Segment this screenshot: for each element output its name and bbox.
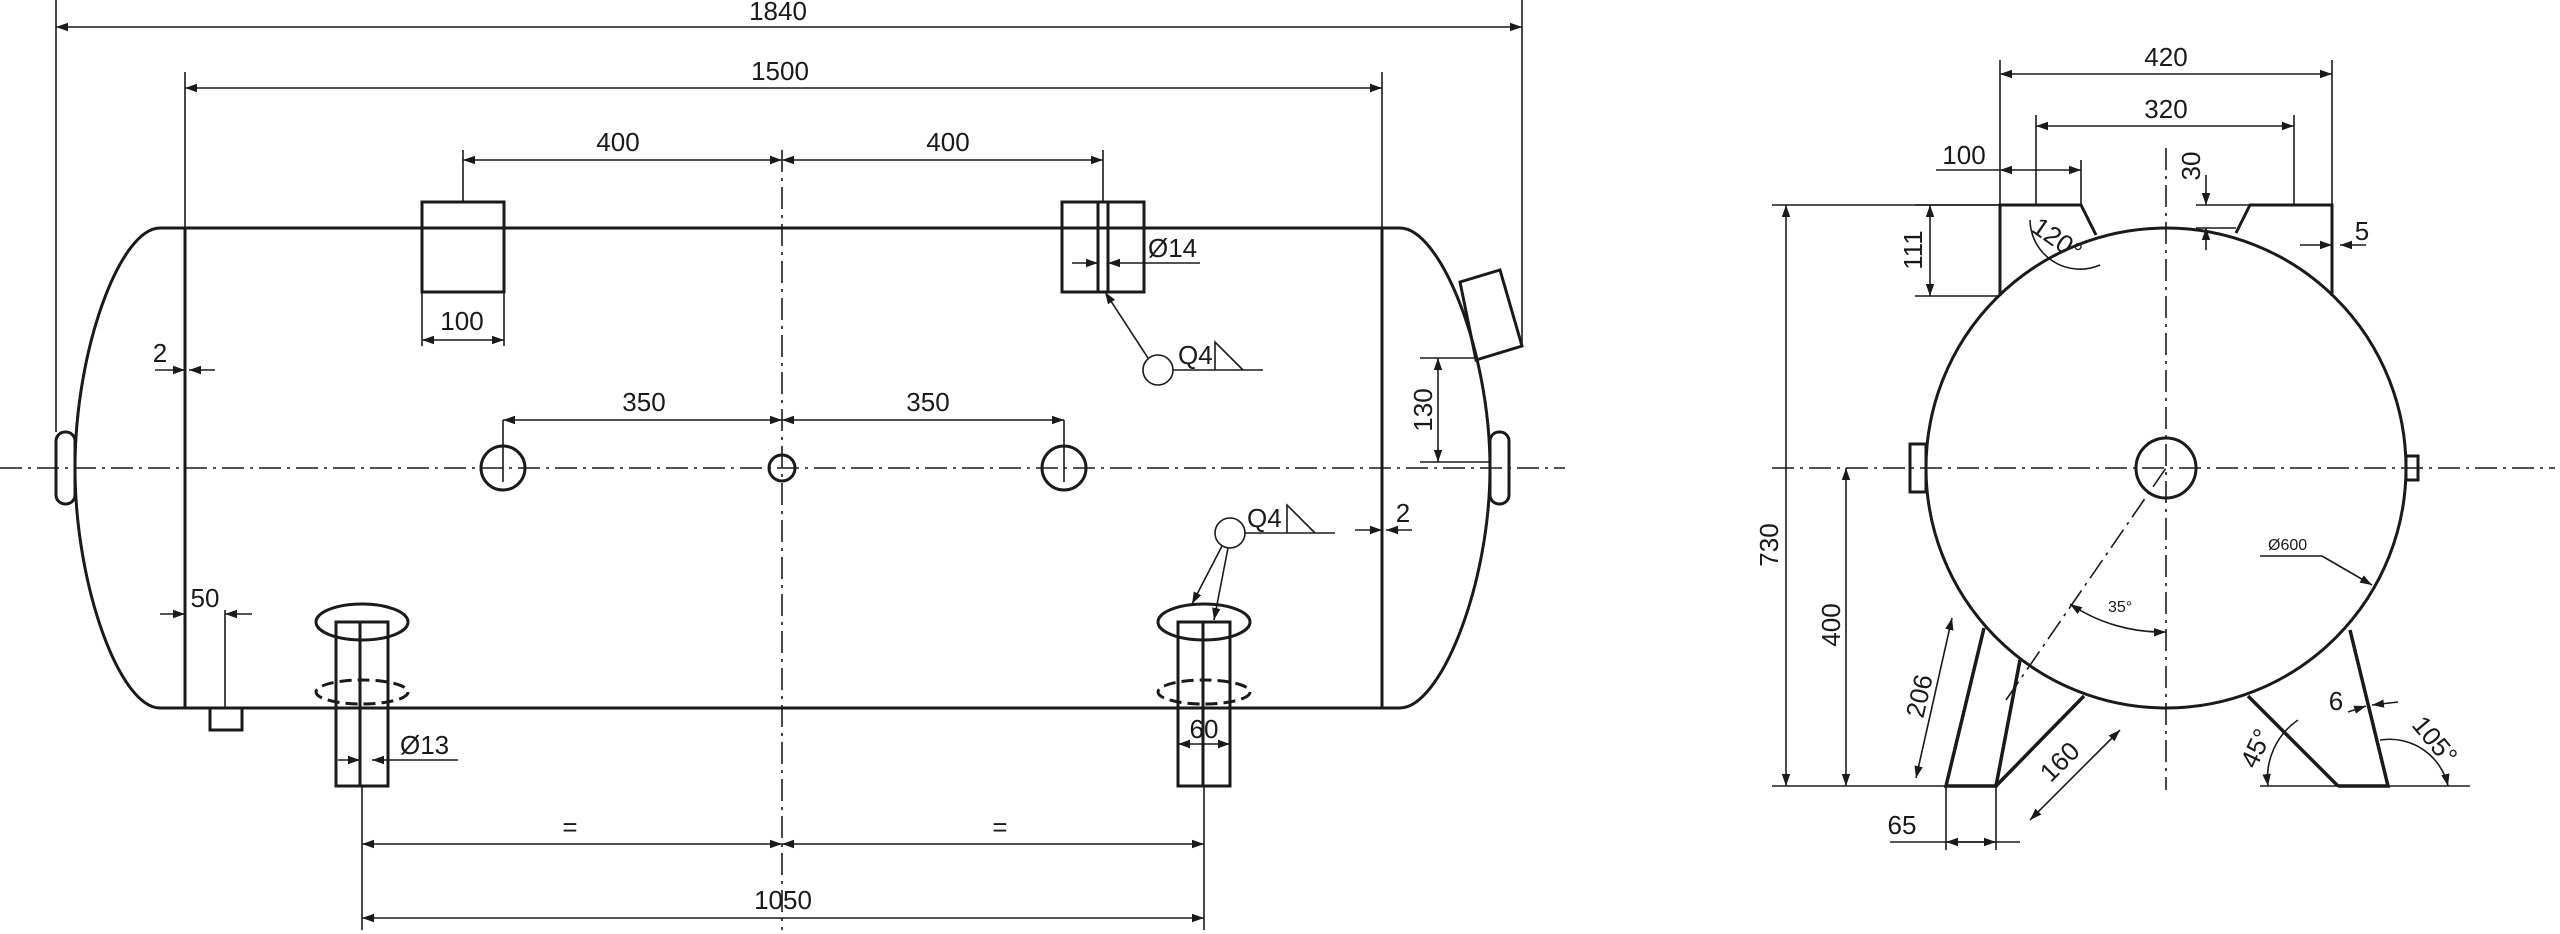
- dim-top-nozzle-hole: Ø14: [1148, 233, 1197, 263]
- dim-leg-angle-center: 35°: [2108, 599, 2132, 616]
- drain-plug: [208, 706, 244, 732]
- dim-leg-width: 60: [1190, 714, 1219, 744]
- dim-wall-thickness: 6: [2329, 686, 2343, 716]
- dim-nozzle-spacing-right: 400: [926, 127, 969, 157]
- dim-pad-width: 100: [1942, 140, 1985, 170]
- dim-top-nozzle-width: 100: [440, 306, 483, 336]
- side-view: 1840 1500 400 400 100 Ø14 Q4 2: [0, 0, 1565, 930]
- dim-leg-length: 206: [1900, 671, 1939, 720]
- hole-center: [767, 453, 797, 483]
- dim-overall-length: 1840: [749, 0, 807, 26]
- weld-symbol-top: Q4: [1178, 340, 1213, 370]
- side-nozzle-right: [2404, 454, 2420, 482]
- dim-overall-height: 730: [1754, 523, 1784, 566]
- dim-leg-angle: 105°: [2406, 710, 2464, 770]
- support-leg-right: [1156, 602, 1252, 788]
- dim-pad-gap: 5: [2355, 216, 2369, 246]
- dim-leg-span: 160: [2034, 736, 2086, 788]
- dim-hole-spacing-left: 350: [622, 387, 665, 417]
- dim-pad-angle: 120°: [2027, 211, 2088, 266]
- dim-nozzle-spacing-left: 400: [596, 127, 639, 157]
- dim-equal-left: =: [562, 812, 577, 842]
- weld-symbol-bottom: Q4: [1247, 503, 1282, 533]
- dim-drain-offset: 50: [191, 583, 220, 613]
- outlet-nozzle: [1458, 268, 1524, 362]
- dim-foot-width: 65: [1888, 810, 1917, 840]
- dim-hole-spacing-right: 350: [906, 387, 949, 417]
- end-view: 420 320 100 30 111 5 120° 730: [1754, 42, 2555, 850]
- dim-overall-width: 420: [2144, 42, 2187, 72]
- dim-equal-right: =: [992, 812, 1007, 842]
- top-nozzle-right: [1060, 200, 1146, 294]
- dim-shell-thickness: 2: [1396, 498, 1410, 528]
- dim-pad-height: 111: [1898, 230, 1928, 270]
- left-end-nozzle: [54, 430, 77, 506]
- dim-outlet-height: 130: [1408, 388, 1438, 431]
- dim-foot-angle: 45°: [2234, 724, 2278, 772]
- top-pad-left: [1998, 203, 2098, 296]
- dim-head-thickness: 2: [153, 338, 167, 368]
- dim-leg-spacing: 1050: [754, 885, 812, 915]
- dim-axis-height: 400: [1816, 603, 1846, 646]
- side-nozzle-left: [1908, 442, 1928, 494]
- dim-diameter: Ø600: [2268, 537, 2307, 554]
- top-nozzle-left: [420, 200, 506, 294]
- right-end-nozzle: [1488, 430, 1511, 506]
- dim-inner-width: 320: [2144, 94, 2187, 124]
- dim-pad-offset: 30: [2176, 152, 2206, 181]
- dim-shell-length: 1500: [751, 56, 809, 86]
- top-pad-right: [2234, 203, 2334, 296]
- dim-leg-hole: Ø13: [400, 730, 449, 760]
- support-leg-left: [314, 602, 410, 788]
- center-nozzle: [2134, 436, 2198, 500]
